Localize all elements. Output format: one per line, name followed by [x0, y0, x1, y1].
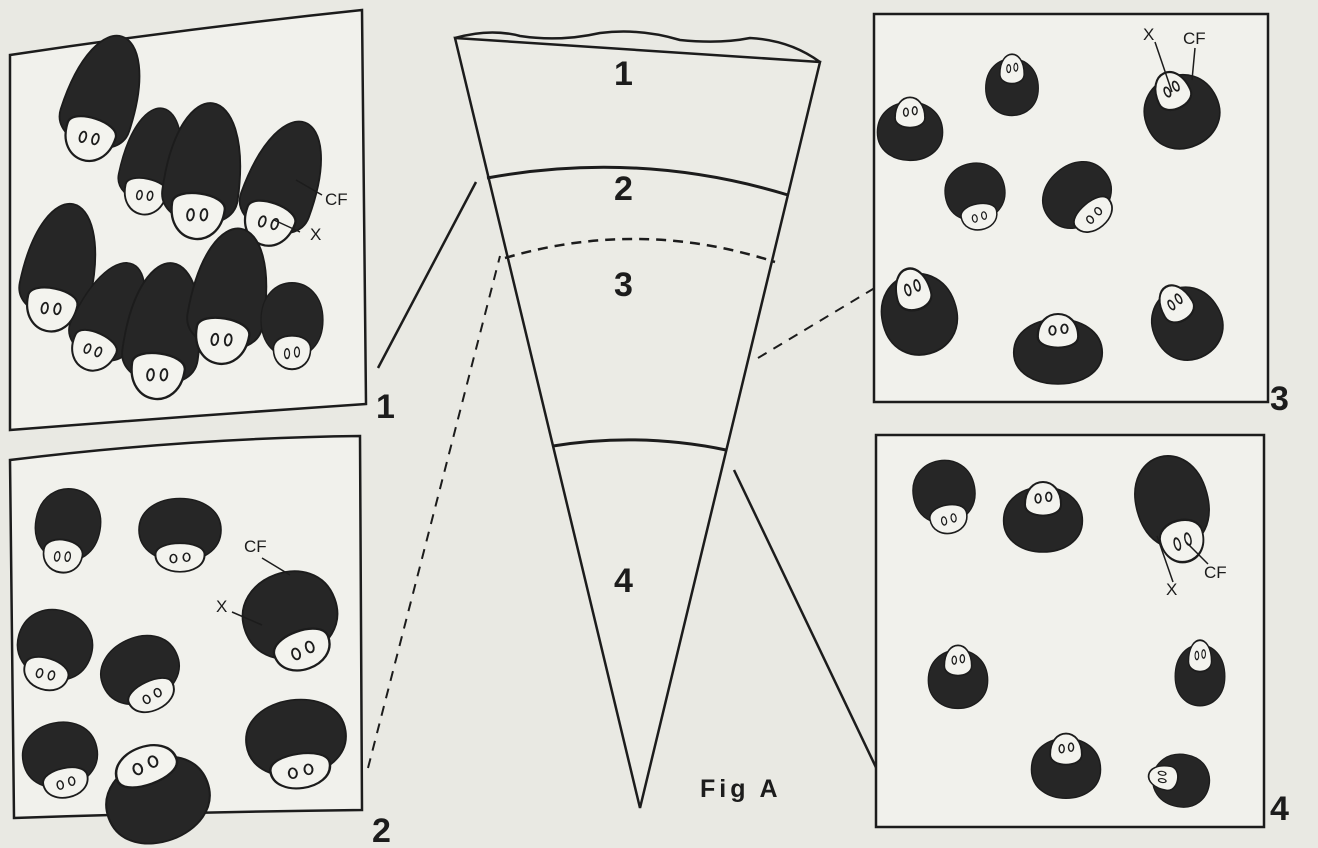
zone-2-label: 2 — [614, 170, 633, 208]
zone-4-label: 4 — [614, 562, 633, 600]
connector-panel-2 — [368, 256, 500, 768]
panel-4-label-cf: CF — [1204, 563, 1227, 582]
panel-1-number: 1 — [376, 388, 395, 426]
panel-4-label-x: X — [1166, 580, 1177, 599]
panel-2-number: 2 — [372, 812, 391, 848]
panel-1-label-x: X — [310, 225, 321, 244]
panel-4: CF X 4 — [876, 435, 1289, 828]
panel-3-label-cf: CF — [1183, 29, 1206, 48]
connector-panel-1 — [378, 182, 476, 368]
panel-3-number: 3 — [1270, 380, 1289, 418]
panel-2-label-x: X — [216, 597, 227, 616]
connector-panel-3 — [758, 286, 878, 358]
panel-1: CF X 1 — [10, 10, 395, 430]
panel-3: X CF 3 — [871, 14, 1289, 418]
panel-2-label-cf: CF — [244, 537, 267, 556]
zone-3-label: 3 — [614, 266, 633, 304]
panel-4-number: 4 — [1270, 790, 1289, 828]
panel-1-label-cf: CF — [325, 190, 348, 209]
connector-panel-4 — [734, 470, 882, 780]
panel-2: CF X 2 — [5, 436, 391, 848]
wedge-diagram: 1 2 3 4 — [455, 32, 820, 808]
zone-1-label: 1 — [614, 55, 633, 93]
panel-3-label-x: X — [1143, 25, 1154, 44]
figure-caption: Fig A — [700, 775, 782, 803]
